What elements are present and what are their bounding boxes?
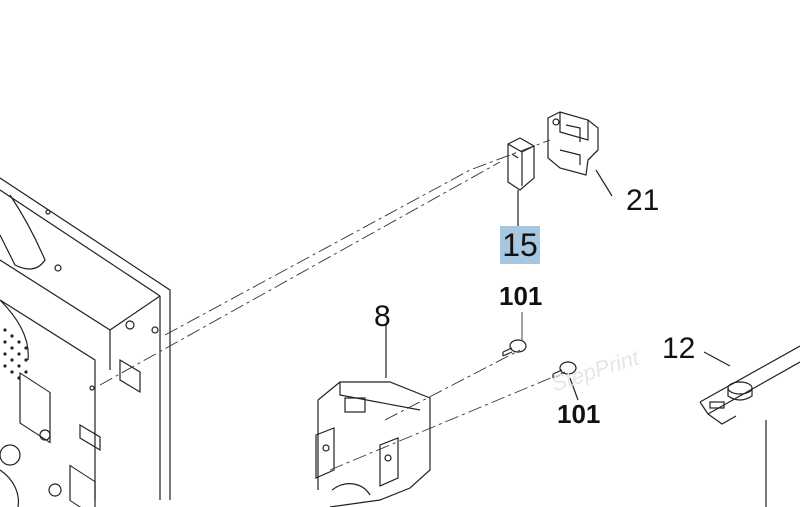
part-21-bracket [547, 111, 613, 197]
screw-101-top [502, 339, 527, 357]
part-8-module [315, 325, 431, 507]
vent-holes [3, 328, 28, 380]
part-15-switch [507, 137, 535, 226]
callout-101-top: 101 [499, 281, 543, 311]
assembly-lines [99, 139, 566, 471]
callout-15-highlighted[interactable]: 15 [500, 226, 540, 264]
callout-21: 21 [626, 184, 660, 217]
part-12-board [699, 345, 800, 507]
callout-12: 12 [662, 332, 696, 365]
callout-101-bottom: 101 [557, 399, 601, 429]
screw-101-bottom [552, 361, 579, 401]
callout-8: 8 [374, 300, 391, 333]
chassis-frame [0, 177, 171, 507]
